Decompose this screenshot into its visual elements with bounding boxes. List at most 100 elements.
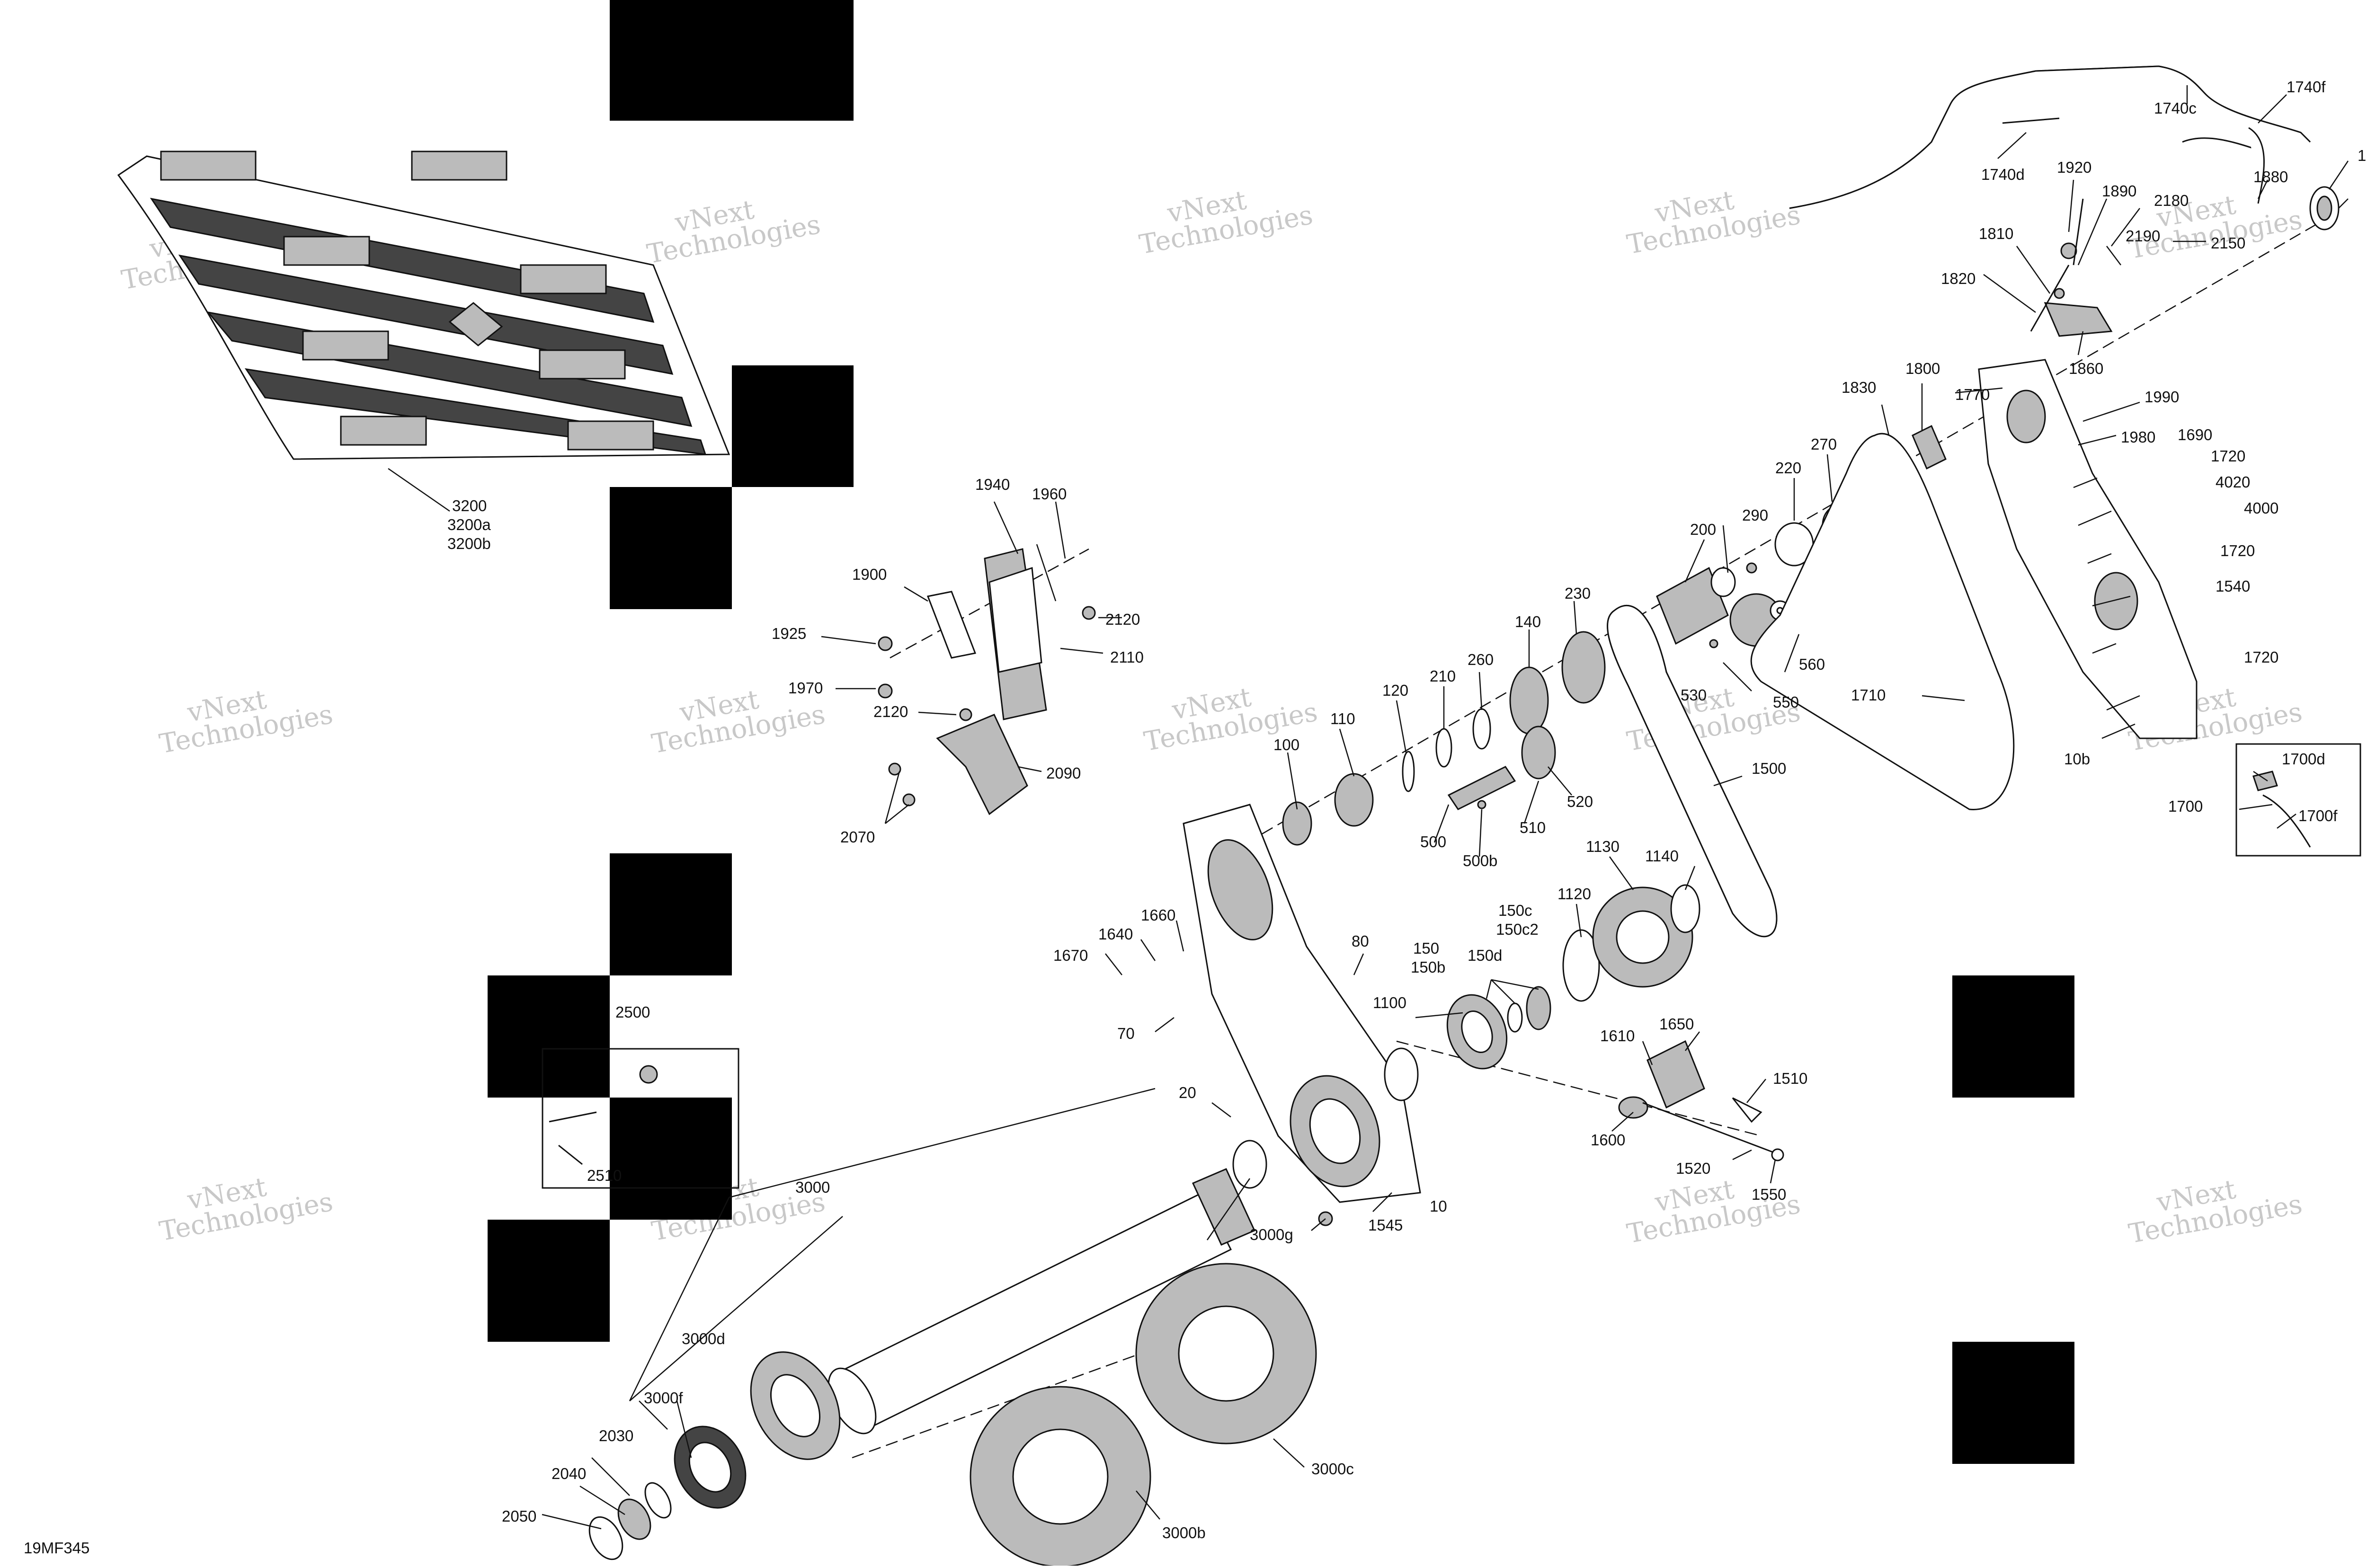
callout: 3000d — [682, 1330, 725, 1347]
callout: 2180 — [2154, 192, 2189, 209]
callout: 1740f — [2287, 78, 2326, 96]
callout: 1700f — [2298, 807, 2338, 824]
callout: 1890 — [2102, 182, 2136, 200]
callout: 1880 — [2253, 168, 2288, 186]
callout: 1650 — [1659, 1015, 1694, 1033]
watermark: vNext Technologies — [1625, 185, 1803, 261]
redaction-block — [610, 1098, 732, 1220]
brake-lever — [2030, 198, 2113, 337]
callout: 500 — [1420, 833, 1446, 850]
callout: 1100 — [1373, 994, 1406, 1011]
callout: 150c2 — [1496, 921, 1539, 938]
callout: 530 — [1681, 686, 1707, 704]
drive-chain — [1607, 604, 1778, 938]
callout: 70 — [1117, 1025, 1135, 1042]
callout: 1940 — [975, 476, 1010, 493]
callout: 560 — [1799, 656, 1825, 673]
callout: 4000 — [2244, 499, 2278, 517]
watermark: vNext Technologies — [157, 1172, 335, 1248]
callout: 3000g — [1250, 1226, 1293, 1243]
callout: 1670 — [1053, 947, 1088, 964]
callout: 1700 — [2168, 797, 2203, 815]
redaction-block — [1952, 1342, 2074, 1464]
callout: 2090 — [1046, 764, 1081, 782]
redaction-block — [1952, 975, 2074, 1098]
watermark: vNext Technologies — [2127, 190, 2305, 266]
detail-inset-2500 — [542, 1048, 739, 1189]
callout: 500b — [1463, 852, 1497, 869]
callout: 150c — [1498, 902, 1532, 919]
fasteners — [2073, 401, 2140, 739]
callout: 2120 — [873, 703, 908, 720]
callout: 1545 — [1368, 1216, 1403, 1234]
callout: 1920 — [2057, 159, 2091, 176]
callout: 3200b — [447, 535, 491, 552]
callout: 550 — [1773, 693, 1799, 711]
callout: 1660 — [1141, 906, 1175, 924]
bracket-assembly — [878, 544, 1096, 815]
callout: 2110 — [1110, 648, 1144, 666]
drive-axle-assembly — [588, 1140, 1333, 1568]
callout: 1860 — [2069, 360, 2103, 377]
callout: 220 — [1775, 459, 1801, 477]
sprocket — [1135, 1263, 1317, 1444]
redaction-blocks — [488, 0, 2074, 1464]
callout: 1690 — [2178, 426, 2212, 443]
callout: 2190 — [2126, 227, 2160, 245]
leader-lines — [388, 85, 2349, 1530]
callout: 2070 — [840, 828, 875, 846]
callout: 1900 — [852, 566, 887, 583]
callout: 1720 — [2211, 447, 2245, 465]
callout: 1550 — [1752, 1186, 1786, 1203]
breather-lines — [1789, 65, 2340, 230]
callout: 3200 — [452, 497, 487, 514]
callout: 1130 — [1586, 838, 1620, 855]
callout: 1600 — [1591, 1131, 1625, 1149]
callout: 2040 — [552, 1465, 586, 1482]
callout: 1820 — [1941, 270, 1975, 287]
callout: 20 — [1179, 1084, 1196, 1101]
callout: 2050 — [502, 1507, 536, 1525]
callout: 200 — [1690, 521, 1716, 538]
callout: 1640 — [1098, 925, 1133, 943]
callout: 290 — [1742, 506, 1768, 524]
callout: 1990 — [2145, 388, 2179, 406]
redaction-block — [610, 0, 854, 121]
callout: 3000 — [795, 1178, 830, 1196]
redaction-block — [732, 365, 854, 487]
callout: 3000f — [644, 1389, 683, 1407]
watermark: vNext Technologies — [157, 684, 335, 760]
callout: 4020 — [2216, 473, 2250, 491]
callout: 260 — [1468, 651, 1494, 668]
callout: 520 — [1567, 793, 1593, 810]
callout: 2120 — [1105, 611, 1140, 628]
callout: 2030 — [599, 1427, 633, 1444]
callout: 1710 — [1851, 686, 1886, 704]
callout: 3000c — [1311, 1460, 1354, 1478]
callout: 210 — [1430, 667, 1456, 685]
figure-code: 19MF345 — [24, 1539, 89, 1557]
callout: 230 — [1565, 585, 1591, 602]
callout: 1720 — [2220, 542, 2255, 559]
callout: 150b — [1411, 958, 1445, 976]
callout: 3200a — [447, 516, 491, 533]
callout: 10 — [1430, 1197, 1447, 1215]
callout: 2510 — [587, 1167, 622, 1184]
redaction-block — [610, 853, 732, 975]
callout: 1720 — [2244, 648, 2278, 666]
chaincase-inner — [1183, 804, 1421, 1203]
callout-labels: 3200 3200a 3200b 1940 1960 1900 1925 212… — [447, 78, 2367, 1541]
callout: 140 — [1515, 613, 1541, 630]
callout: 150d — [1468, 947, 1502, 964]
callout: 3000b — [1162, 1524, 1206, 1541]
callout: 1700d — [2282, 750, 2325, 768]
callout: 80 — [1352, 932, 1369, 950]
callout: 120 — [1382, 682, 1408, 699]
track-illustration — [117, 151, 730, 460]
callout: 1740d — [1981, 166, 2025, 183]
callout: 150 — [1413, 939, 1439, 957]
callout: 1610 — [1600, 1027, 1635, 1045]
callout: 10b — [2064, 750, 2090, 768]
callout: 1830 — [1842, 379, 1876, 396]
